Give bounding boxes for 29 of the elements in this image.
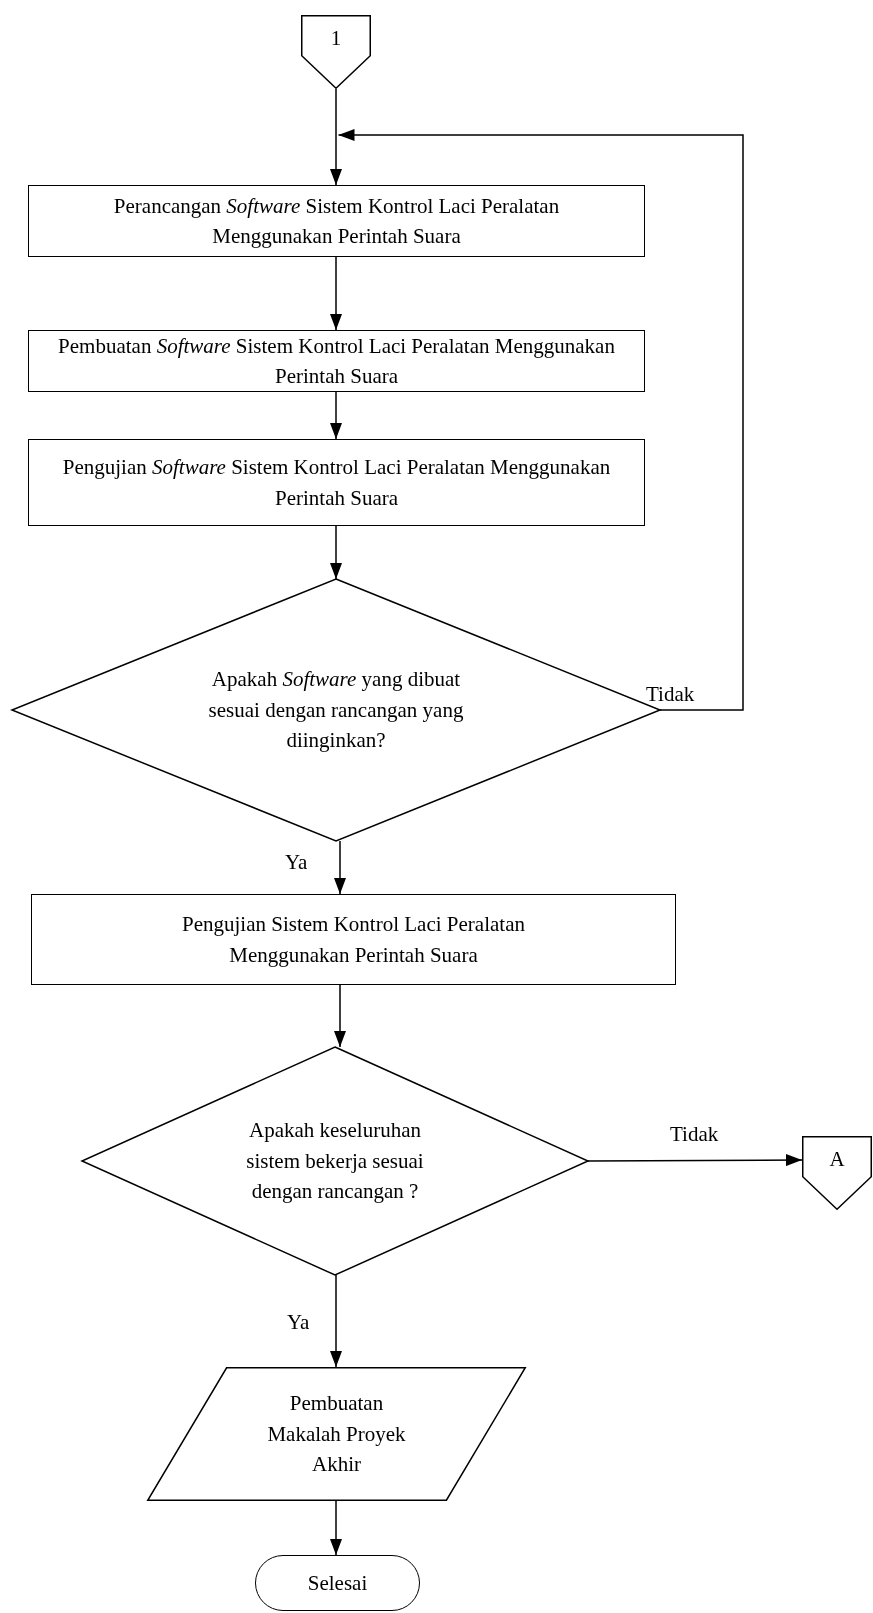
arrow [330, 525, 342, 580]
node-text: Pembuatan Software Sistem Kontrol Laci Peralatan Menggunakan Perintah Suara [57, 332, 616, 390]
node-text: Apakah Software yang dibuat sesuai dengan rancangan yang diinginkan? [208, 666, 464, 755]
node-text: Selesai [307, 1569, 368, 1597]
process-box [28, 330, 645, 392]
off-page-connector [301, 15, 371, 89]
arrow [334, 840, 346, 895]
node-text: Pembuatan Makalah Proyek Akhir [266, 1390, 407, 1479]
node-text: A [829, 1146, 845, 1173]
decision-diamond [82, 1047, 588, 1275]
arrow [587, 1154, 803, 1167]
process-box [31, 894, 676, 985]
node-text: Perancangan Software Sistem Kontrol Laci Peralatan Menggunakan Perintah Suara [112, 192, 561, 250]
arrow [330, 1274, 342, 1368]
process-box [28, 185, 645, 257]
off-page-connector [802, 1136, 872, 1210]
arrow [330, 256, 342, 331]
node-text: Apakah keseluruhan sistem bekerja sesuai dengan rancangan ? [245, 1117, 425, 1206]
node-text: Pengujian Software Sistem Kontrol Laci Peralatan Menggunakan Perintah Suara [61, 454, 612, 512]
arrow [330, 391, 342, 440]
node-text: Pengujian Sistem Kontrol Laci Peralatan Menggunakan Perintah Suara [181, 911, 526, 969]
process-box [28, 439, 645, 526]
terminator [255, 1555, 420, 1611]
arrow [334, 984, 346, 1048]
node-text: 1 [330, 25, 342, 52]
input-output-parallelogram [147, 1367, 526, 1501]
arrow [337, 129, 744, 711]
arrow [330, 1500, 342, 1556]
arrow [330, 88, 342, 186]
